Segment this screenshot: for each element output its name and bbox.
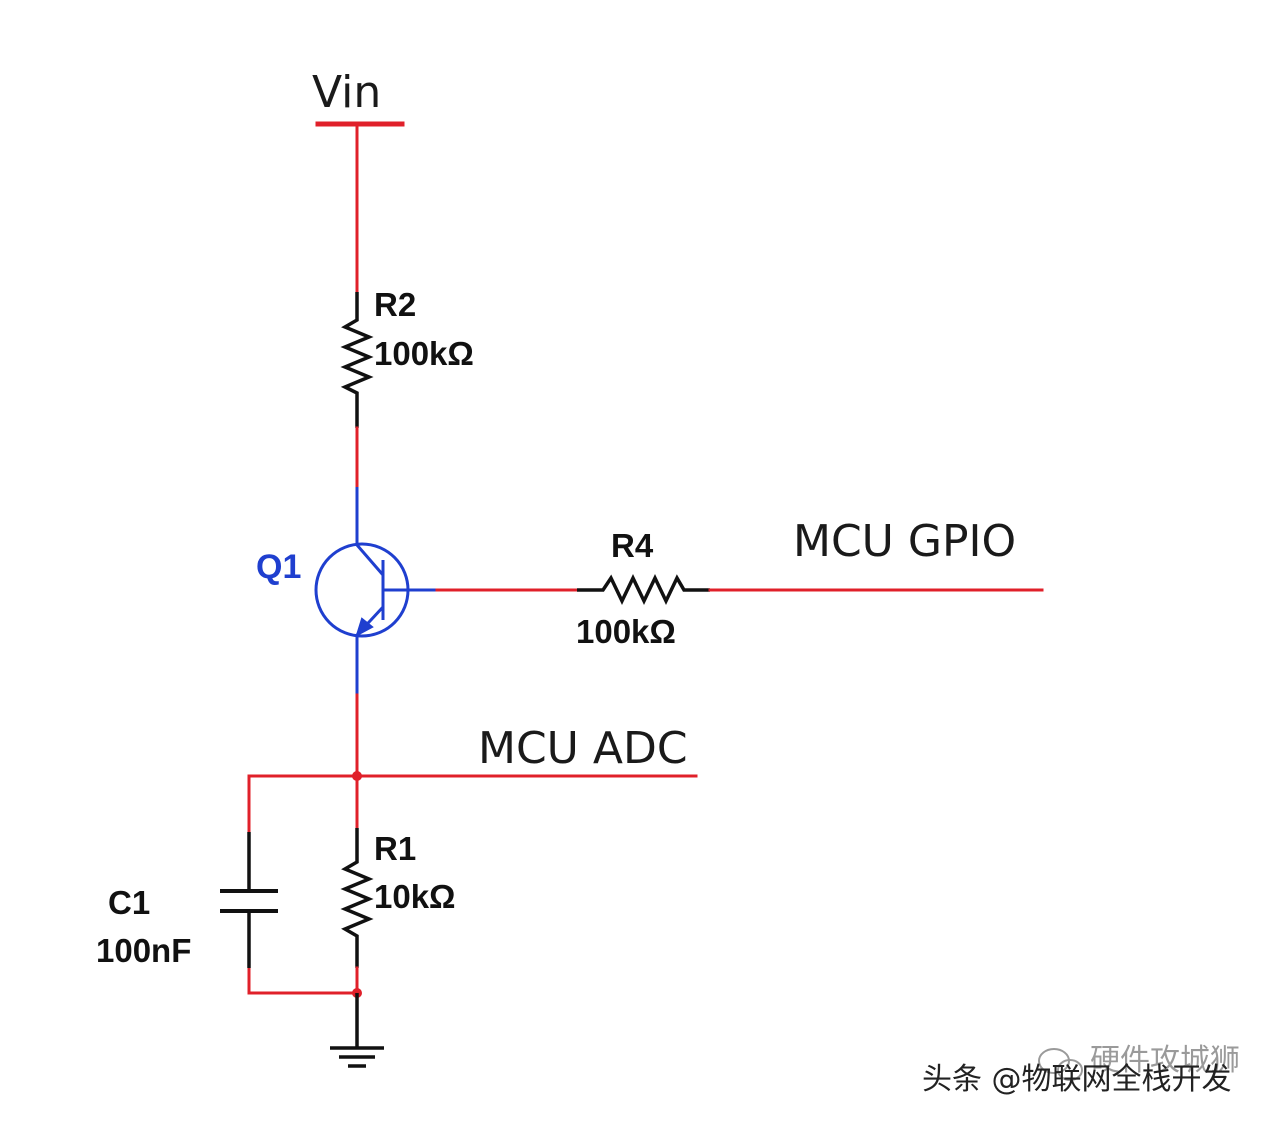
gpio-net: MCU GPIO [708, 516, 1044, 592]
q1-ref-label: Q1 [256, 548, 301, 586]
watermark: 硬件攻城狮 头条 @物联网全栈开发 [922, 1043, 1240, 1097]
capacitor-c1: C1 100nF [96, 832, 278, 969]
wire-c1-bottom [247, 966, 359, 995]
r4-ref-label: R4 [611, 527, 654, 564]
r2-ref-label: R2 [374, 286, 416, 323]
gpio-label: MCU GPIO [793, 516, 1016, 567]
adc-net: MCU ADC [355, 723, 698, 778]
c1-value-label: 100nF [96, 932, 191, 969]
vin-supply: Vin [312, 67, 405, 294]
ground-symbol [330, 993, 384, 1068]
watermark-text: 头条 @物联网全栈开发 [922, 1062, 1232, 1097]
adc-label: MCU ADC [478, 723, 688, 774]
resistor-r1: R1 10kΩ [340, 828, 456, 968]
watermark-overlay-text: 硬件攻城狮 [1090, 1043, 1240, 1078]
wire-c1-top [247, 774, 359, 834]
transistor-q1: Q1 [256, 487, 437, 695]
wechat-icon [1038, 1048, 1083, 1081]
r4-value-label: 100kΩ [576, 613, 676, 650]
r2-value-label: 100kΩ [374, 335, 474, 372]
resistor-r4: R4 100kΩ [576, 527, 710, 650]
resistor-r2: R2 100kΩ [340, 286, 474, 428]
r1-ref-label: R1 [374, 830, 416, 867]
vin-label: Vin [312, 67, 381, 118]
c1-ref-label: C1 [108, 884, 150, 921]
r1-value-label: 10kΩ [374, 878, 456, 915]
